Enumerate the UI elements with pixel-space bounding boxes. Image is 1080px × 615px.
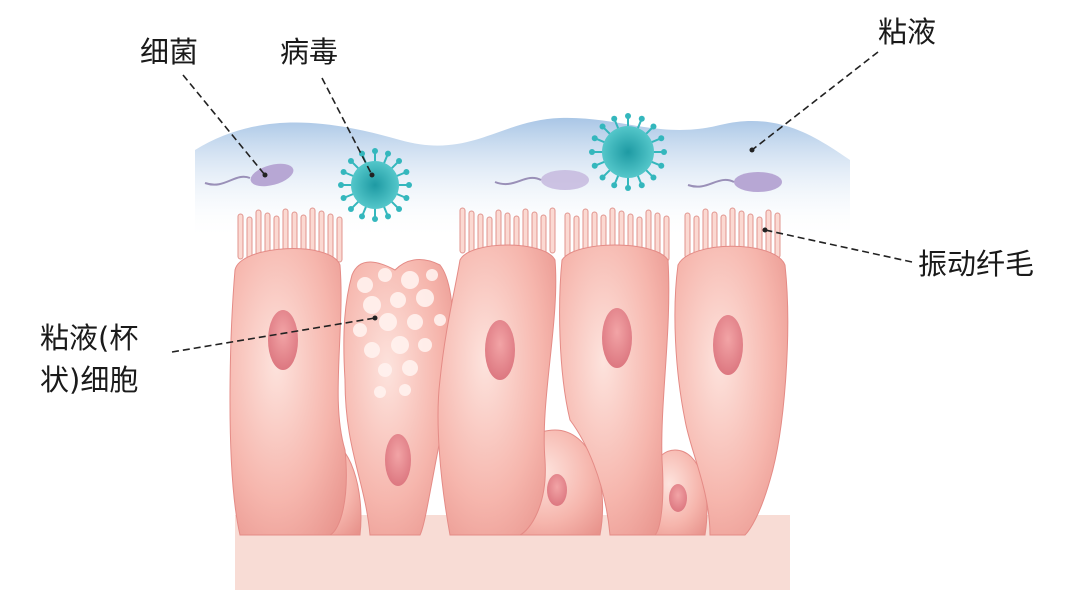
granule xyxy=(418,338,432,352)
granule xyxy=(363,296,381,314)
bacteria xyxy=(204,163,782,192)
granule xyxy=(357,277,373,293)
goblet-cell xyxy=(343,259,454,536)
cilium xyxy=(336,216,343,263)
label-cilia: 振动纤毛 xyxy=(918,247,1035,281)
cilium xyxy=(549,207,556,254)
granule xyxy=(374,386,386,398)
ciliated-cell xyxy=(559,244,670,536)
virus-particle xyxy=(338,148,412,222)
granule xyxy=(378,363,392,377)
columnar-cells xyxy=(229,244,789,536)
cilium xyxy=(684,212,691,259)
cilium xyxy=(255,209,262,256)
granule xyxy=(407,314,423,330)
cilium xyxy=(663,215,670,262)
ciliated-cell xyxy=(437,244,557,536)
ciliated-cell xyxy=(229,248,347,536)
granule xyxy=(353,323,367,337)
mucus-granules xyxy=(353,268,446,398)
granule xyxy=(399,384,411,396)
viruses xyxy=(338,113,667,222)
granule xyxy=(401,271,419,289)
label-mucus: 粘液 xyxy=(878,15,937,49)
cilium xyxy=(774,212,781,259)
granule xyxy=(391,336,409,354)
cilium xyxy=(327,213,334,260)
cilium xyxy=(468,210,475,257)
granule xyxy=(364,342,380,358)
cilium xyxy=(309,207,316,254)
granule xyxy=(416,289,434,307)
virus-particle xyxy=(589,113,667,191)
granule xyxy=(402,360,418,376)
cilium xyxy=(237,213,244,260)
granule xyxy=(390,292,406,308)
cilium xyxy=(459,207,466,254)
granule xyxy=(434,314,446,326)
granule xyxy=(379,313,397,331)
granule xyxy=(378,268,392,282)
cilium xyxy=(702,208,709,255)
label-goblet-cell-line1: 粘液(杯 xyxy=(40,321,139,355)
cilia xyxy=(237,207,781,263)
label-goblet-cell-line2: 状)细胞 xyxy=(40,363,139,397)
leader-lines xyxy=(171,51,913,353)
cilium xyxy=(564,212,571,259)
label-virus: 病毒 xyxy=(280,35,339,69)
cilium xyxy=(318,210,325,257)
ciliated-cell xyxy=(674,245,789,536)
cilium xyxy=(282,208,289,255)
cilium xyxy=(765,209,772,256)
label-bacteria: 细菌 xyxy=(140,35,199,69)
granule xyxy=(426,269,438,281)
